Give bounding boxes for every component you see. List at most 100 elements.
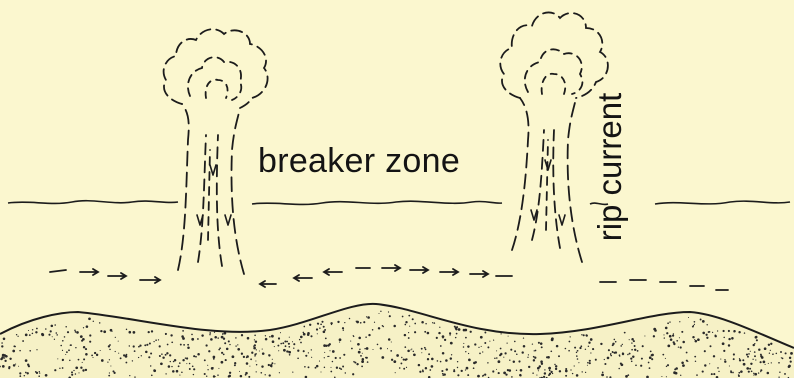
sand-dot	[422, 369, 424, 371]
sand-dot	[610, 353, 611, 354]
sand-dot	[221, 361, 224, 364]
sand-dot	[284, 340, 286, 342]
sand-dot	[367, 316, 370, 319]
sand-dot	[433, 322, 435, 324]
sand-dot	[498, 372, 500, 374]
sand-dot	[197, 338, 199, 340]
sand-dot	[3, 354, 6, 357]
sand-dot	[362, 353, 363, 354]
sand-dot	[642, 345, 644, 347]
sand-dot	[111, 331, 112, 332]
sand-dot	[317, 333, 318, 334]
sand-dot	[94, 352, 96, 354]
sand-dot	[717, 330, 718, 331]
sand-dot	[751, 370, 753, 372]
sand-dot	[484, 332, 486, 334]
sand-dot	[728, 338, 730, 340]
sand-dot	[503, 357, 504, 358]
sand-dot	[457, 367, 458, 368]
sand-dot	[85, 348, 87, 350]
sand-dot	[702, 320, 705, 323]
sand-dot	[438, 332, 440, 334]
sand-dot	[288, 346, 290, 348]
sand-dot	[82, 369, 84, 371]
sand-dot	[712, 332, 713, 333]
sand-dot	[255, 360, 256, 361]
sand-dot	[2, 365, 5, 368]
sand-dot	[209, 334, 210, 335]
sand-dot	[241, 334, 243, 336]
sand-dot	[86, 325, 89, 328]
sand-dot	[776, 353, 778, 355]
sand-dot	[372, 349, 373, 350]
sand-dot	[552, 373, 553, 374]
sand-dot	[27, 372, 29, 374]
sand-dot	[232, 355, 235, 358]
sand-dot	[35, 371, 37, 373]
sand-dot	[600, 343, 602, 345]
sand-dot	[470, 331, 472, 333]
sand-dot	[576, 355, 578, 357]
sand-dot	[663, 334, 664, 335]
sand-dot	[4, 357, 5, 358]
sand-dot	[465, 369, 466, 370]
sand-dot	[554, 364, 555, 365]
sand-dot	[330, 322, 332, 324]
sand-dot	[272, 340, 275, 343]
sand-dot	[648, 362, 650, 364]
sand-dot	[159, 355, 161, 357]
sand-dot	[74, 329, 76, 331]
sand-dot	[364, 348, 365, 349]
sand-dot	[234, 364, 236, 366]
sand-dot	[332, 361, 334, 363]
sand-dot	[768, 344, 770, 346]
sand-dot	[585, 349, 586, 350]
sand-dot	[528, 354, 529, 355]
sand-dot	[22, 340, 24, 342]
sand-dot	[189, 368, 191, 370]
sand-dot	[55, 332, 57, 334]
sand-dot	[533, 356, 535, 358]
sand-dot	[694, 321, 696, 323]
sand-dot	[653, 328, 656, 331]
sand-dot	[723, 350, 725, 352]
sand-dot	[71, 374, 73, 376]
sand-dot	[109, 349, 111, 351]
sand-dot	[155, 339, 157, 341]
sand-dot	[52, 336, 53, 337]
sand-dot	[667, 322, 669, 324]
sand-dot	[357, 343, 360, 346]
sand-dot	[110, 365, 111, 366]
sand-dot	[350, 341, 351, 342]
sand-dot	[303, 326, 305, 328]
sand-dot	[425, 367, 427, 369]
sand-dot	[183, 344, 185, 346]
sand-dot	[204, 359, 206, 361]
sand-dot	[28, 365, 30, 367]
sand-dot	[179, 362, 181, 364]
sand-dot	[556, 345, 559, 348]
sand-dot	[107, 361, 108, 362]
sand-dot	[89, 334, 91, 336]
sand-dot	[335, 357, 337, 359]
sand-dot	[612, 343, 614, 345]
sand-dot	[608, 349, 610, 351]
breaker-zone-label: breaker zone	[258, 142, 460, 181]
sand-dot	[83, 358, 85, 360]
sand-dot	[748, 371, 750, 373]
sand-dot	[427, 332, 430, 335]
sand-dot	[217, 374, 219, 376]
sand-dot	[181, 335, 184, 338]
sand-dot	[540, 342, 543, 345]
sand-dot	[145, 351, 148, 354]
sand-dot	[305, 355, 307, 357]
sand-dot	[297, 357, 299, 359]
sand-dot	[755, 336, 758, 339]
sand-dot	[782, 358, 784, 360]
sand-dot	[323, 326, 325, 328]
sand-dot	[262, 352, 265, 355]
sand-dot	[590, 338, 593, 341]
sand-dot	[718, 371, 719, 372]
sand-dot	[388, 338, 391, 341]
sand-dot	[595, 359, 597, 361]
